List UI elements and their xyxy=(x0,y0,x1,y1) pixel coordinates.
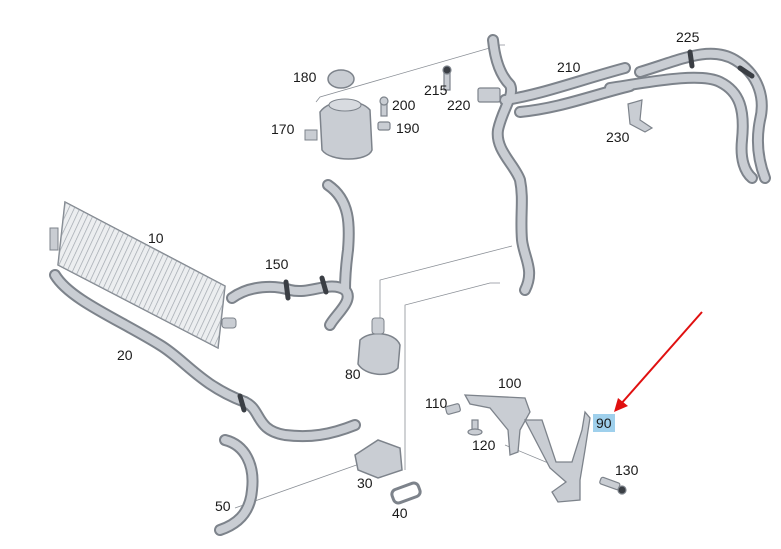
label-part-220: 220 xyxy=(447,97,471,113)
radiator-part-10 xyxy=(49,200,237,350)
label-part-210: 210 xyxy=(557,59,581,75)
label-part-20: 20 xyxy=(117,347,133,363)
bracket-part-230 xyxy=(627,99,654,133)
label-part-10: 10 xyxy=(148,230,164,246)
label-part-170: 170 xyxy=(271,121,295,137)
pump-part-80 xyxy=(357,317,401,376)
bracket-part-90 xyxy=(523,410,591,503)
pump-part-30 xyxy=(354,439,403,479)
leader-lines xyxy=(234,44,566,509)
label-part-50: 50 xyxy=(215,498,231,514)
label-part-230: 230 xyxy=(606,129,630,145)
label-part-190: 190 xyxy=(396,120,420,136)
expansion-tank-part-170 xyxy=(304,98,373,160)
hoses xyxy=(49,34,771,536)
label-part-120: 120 xyxy=(472,437,496,453)
bolts xyxy=(445,403,627,495)
gasket-part-40 xyxy=(390,481,422,505)
label-part-30: 30 xyxy=(357,475,373,491)
highlight-arrow xyxy=(614,311,703,412)
label-part-150: 150 xyxy=(265,256,289,272)
bracket-part-100 xyxy=(463,394,531,456)
label-part-80: 80 xyxy=(345,366,361,382)
label-part-180: 180 xyxy=(293,69,317,85)
label-part-90: 90 xyxy=(593,414,615,432)
label-part-200: 200 xyxy=(392,97,416,113)
small-fasteners xyxy=(377,65,501,131)
cap-part-180 xyxy=(327,69,355,89)
label-part-130: 130 xyxy=(615,462,639,478)
label-part-110: 110 xyxy=(425,395,448,411)
label-part-100: 100 xyxy=(498,375,522,391)
label-part-40: 40 xyxy=(392,505,408,521)
label-part-215: 215 xyxy=(424,82,448,98)
label-part-225: 225 xyxy=(676,29,700,45)
